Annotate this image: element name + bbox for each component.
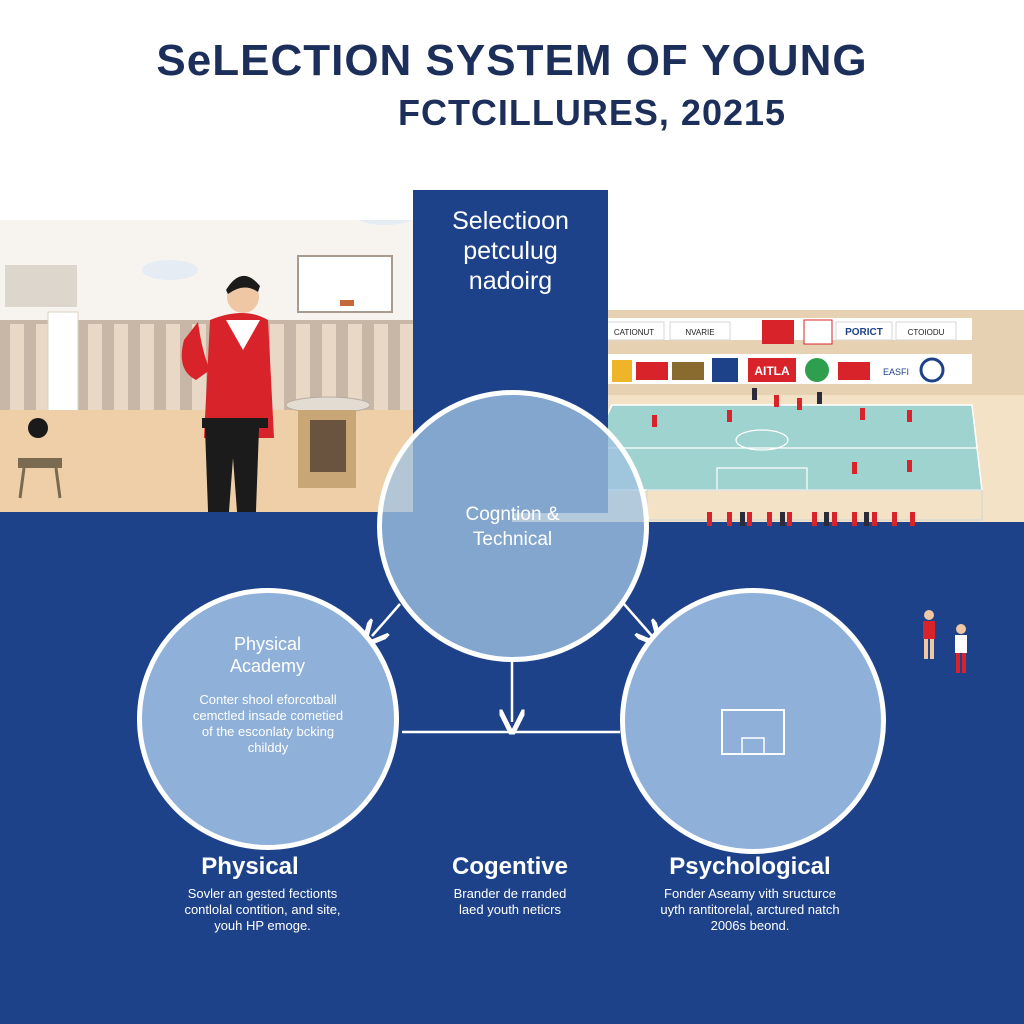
category-title-physical: Physical (201, 853, 299, 880)
banner-text: CTOIODU (908, 328, 945, 337)
sponsor-banner-row-1: CATIONUT NVARIE PORICT CTOIODU (603, 319, 957, 345)
desc-line: contlolal contition, and site, (184, 902, 341, 917)
desc-line: youh HP emoge. (214, 918, 311, 933)
circle-label-line: Technical (472, 529, 553, 550)
banner-text: CATIONUT (614, 328, 654, 337)
desc-line: Sovler an gested fectionts (187, 886, 338, 901)
banner-text: NVARIE (685, 328, 714, 337)
category-desc-cognitive: Brander de rranded laed youth neticrs (405, 886, 615, 918)
physical-academy-body-line: Conter shool eforcotball (199, 692, 337, 707)
players-illustration (923, 610, 967, 673)
desc-line: uyth rantitorelal, arctured natch (660, 902, 840, 917)
desc-line: laed youth neticrs (459, 902, 561, 917)
category-title-psychological: Psychological (669, 853, 831, 880)
desc-line: Brander de rranded (453, 886, 567, 901)
diagram-title-line-2: FCTCILLURES, 20215 (397, 92, 787, 133)
category-title-cognitive: Cogentive (451, 853, 568, 880)
physical-academy-body-line: cemctled insade cometied (192, 708, 344, 723)
circle-title-line: Physical (233, 634, 302, 654)
category-desc-psychological: Fonder Aseamy vith sructurce uyth rantit… (630, 886, 870, 934)
center-label-line-3: nadoirg (468, 267, 553, 295)
banner-text: EASFI (883, 367, 909, 377)
cognition-technical-label: Cogntion & Technical (400, 502, 625, 552)
center-label-line-2: petculug (463, 237, 558, 265)
school-yard-illustration (0, 220, 413, 512)
physical-academy-circle (137, 588, 399, 850)
psychological-circle (620, 588, 886, 854)
center-label-line-1: Selectioon (452, 207, 569, 235)
category-desc-physical: Sovler an gested fectionts contlolal con… (150, 886, 375, 934)
sponsor-banner-row-2: AITLA EASFI (612, 357, 945, 383)
coach-figure (181, 275, 274, 512)
physical-academy-body-line: of the esconlaty bcking (201, 724, 335, 739)
physical-academy-body-line: childdy (247, 740, 289, 755)
goal-icon (721, 709, 785, 755)
physical-academy-title: Physical Academy (150, 633, 385, 677)
circle-label-line: Cogntion & (465, 504, 560, 525)
circle-title-line: Academy (229, 656, 306, 676)
banner-text: PORICT (845, 327, 883, 338)
desc-line: Fonder Aseamy vith sructurce (664, 886, 836, 901)
diagram-title-line-1: SeLECTION SYSTEM OF YOUNG (156, 36, 868, 85)
banner-text: AITLA (754, 364, 790, 378)
cognition-technical-circle (377, 390, 649, 662)
desc-line: 2006s beond. (710, 918, 790, 933)
